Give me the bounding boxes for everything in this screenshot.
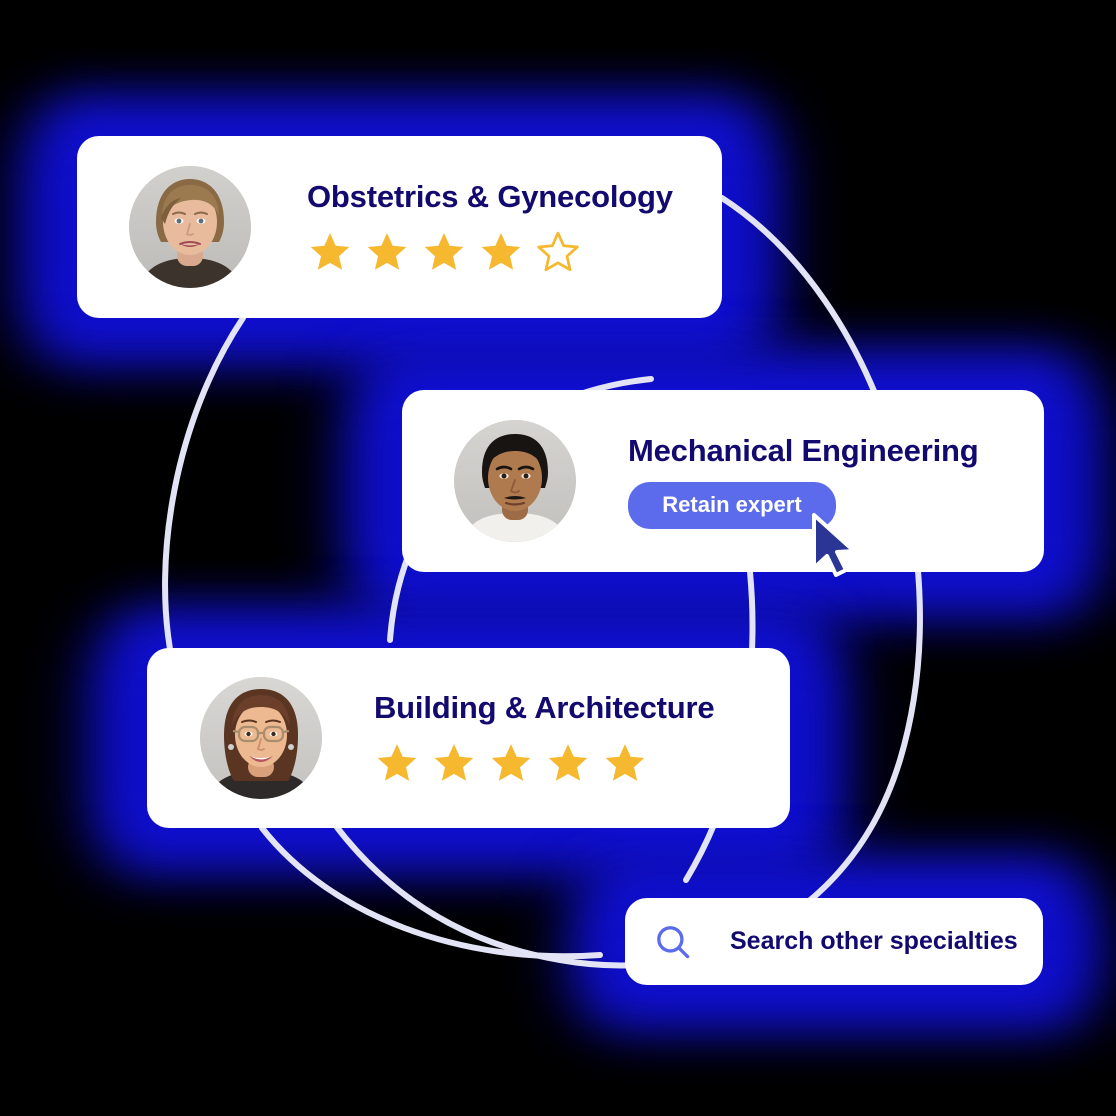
star-filled-icon bbox=[310, 233, 350, 270]
arc-left bbox=[162, 315, 246, 663]
avatar-obstetrics-gynecology bbox=[129, 166, 251, 288]
search-other-specialties-bar[interactable]: Search other specialties bbox=[625, 898, 1043, 985]
star-filled-icon bbox=[434, 744, 474, 781]
specialty-card-building-architecture[interactable]: Building & Architecture bbox=[147, 648, 790, 828]
rating-stars-obstetrics-gynecology bbox=[307, 230, 673, 274]
retain-expert-button[interactable]: Retain expert bbox=[628, 481, 836, 529]
card-title-building-architecture: Building & Architecture bbox=[374, 690, 715, 725]
card-body-building-architecture: Building & Architecture bbox=[374, 690, 715, 785]
specialty-card-obstetrics-gynecology[interactable]: Obstetrics & Gynecology bbox=[77, 136, 722, 318]
star-filled-icon bbox=[377, 744, 417, 781]
star-filled-icon bbox=[481, 233, 521, 270]
avatar-building-architecture bbox=[200, 677, 322, 799]
star-empty-icon bbox=[537, 231, 579, 272]
rating-stars-building-architecture bbox=[374, 741, 714, 785]
card-title-mechanical-engineering: Mechanical Engineering bbox=[628, 432, 979, 468]
star-filled-icon bbox=[424, 233, 464, 270]
avatar-mechanical-engineering bbox=[454, 420, 576, 542]
star-filled-icon bbox=[367, 233, 407, 270]
card-body-mechanical-engineering: Mechanical Engineering Retain expert bbox=[628, 432, 979, 529]
star-filled-icon bbox=[491, 744, 531, 781]
star-filled-icon bbox=[605, 744, 645, 781]
card-title-obstetrics-gynecology: Obstetrics & Gynecology bbox=[307, 179, 673, 214]
search-icon[interactable] bbox=[652, 921, 694, 963]
search-label: Search other specialties bbox=[730, 927, 1018, 955]
card-body-obstetrics-gynecology: Obstetrics & Gynecology bbox=[307, 180, 673, 274]
specialty-card-mechanical-engineering[interactable]: Mechanical Engineering Retain expert bbox=[402, 390, 1044, 572]
star-filled-icon bbox=[548, 744, 588, 781]
